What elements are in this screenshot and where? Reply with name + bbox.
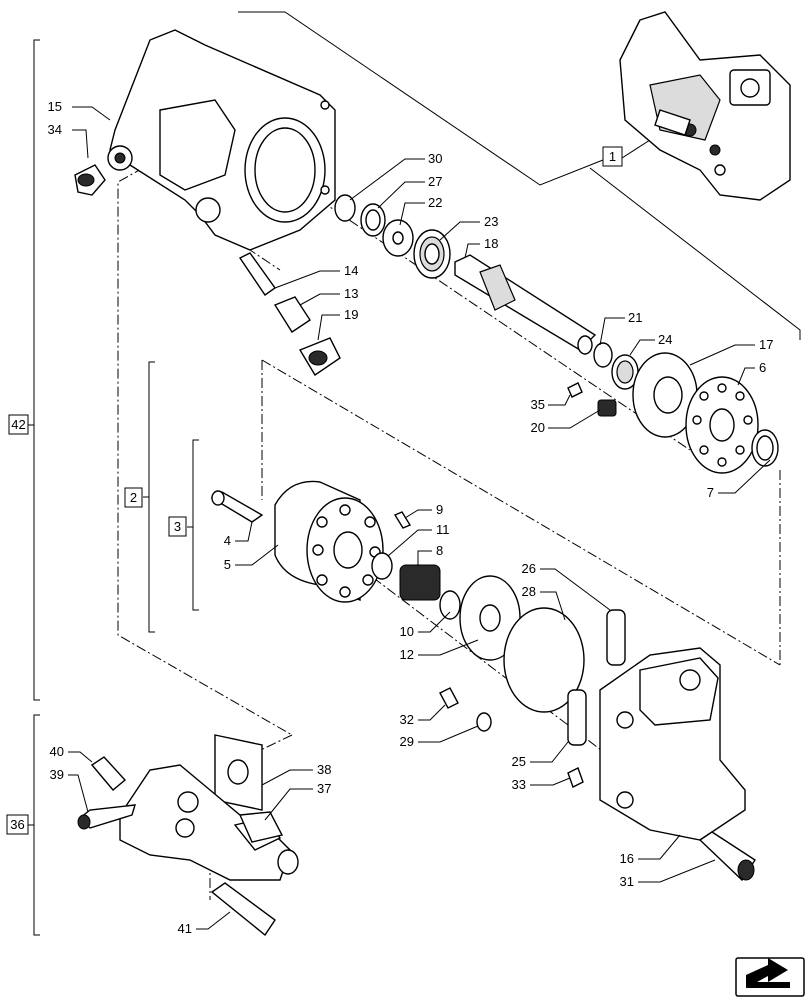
callout-6: 6 — [759, 360, 766, 375]
ring-7 — [751, 429, 779, 467]
gasket-38 — [214, 734, 263, 811]
bracket-2 — [143, 361, 155, 633]
callout-13: 13 — [344, 286, 358, 301]
ring-30 — [334, 194, 356, 222]
bracket-42 — [28, 39, 40, 701]
bearing-23 — [413, 229, 451, 279]
callout-23: 23 — [484, 214, 498, 229]
fitting-40 — [90, 756, 127, 791]
pin-9 — [393, 511, 412, 529]
callout-31: 31 — [620, 874, 634, 889]
screw-35 — [567, 382, 583, 398]
callout-28: 28 — [522, 584, 536, 599]
pin-4 — [210, 490, 264, 523]
callout-18: 18 — [484, 236, 498, 251]
svg-text:36: 36 — [10, 817, 24, 832]
callout-29: 29 — [400, 734, 414, 749]
callout-41: 41 — [178, 921, 192, 936]
solenoid-37 — [238, 811, 284, 843]
ring-11 — [371, 552, 393, 580]
callout-27: 27 — [428, 174, 442, 189]
plug-34 — [74, 164, 106, 196]
callout-25: 25 — [512, 754, 526, 769]
svg-text:1: 1 — [609, 149, 616, 164]
reference-lines — [238, 11, 801, 340]
callout-40: 40 — [50, 744, 64, 759]
bracket-36 — [28, 714, 40, 936]
group-label-1: 1 — [602, 146, 623, 167]
swash-plate-17 — [632, 352, 698, 438]
pin-32 — [439, 687, 459, 709]
piston-13 — [273, 296, 311, 333]
main-pump-housing — [107, 29, 336, 251]
callout-37: 37 — [317, 781, 331, 796]
callout-5: 5 — [224, 557, 231, 572]
end-cover-16 — [599, 647, 746, 841]
callout-26: 26 — [522, 561, 536, 576]
screw-31 — [698, 831, 756, 882]
valve-body — [119, 764, 299, 881]
bracket-3 — [187, 439, 199, 611]
ring-27 — [360, 203, 386, 237]
callout-19: 19 — [344, 307, 358, 322]
pump-reference-thumbnail — [619, 11, 791, 201]
pin-14 — [238, 252, 276, 296]
cylinder-block-5 — [274, 480, 384, 603]
callout-30: 30 — [428, 151, 442, 166]
callout-21: 21 — [628, 310, 642, 325]
callout-14: 14 — [344, 263, 358, 278]
pin-33 — [567, 767, 584, 788]
next-page-arrow-icon[interactable] — [735, 957, 805, 997]
washer-22 — [382, 219, 414, 257]
callout-32: 32 — [400, 712, 414, 727]
callout-16: 16 — [620, 851, 634, 866]
svg-text:3: 3 — [174, 519, 181, 534]
valve-plate-12 — [459, 575, 521, 661]
plug-19 — [298, 337, 341, 376]
ring-21 — [593, 342, 613, 368]
spring-8 — [399, 564, 441, 601]
ring-10 — [439, 590, 461, 620]
group-label-3: 3 — [168, 516, 187, 537]
callout-11: 11 — [436, 522, 450, 537]
callout-12: 12 — [400, 647, 414, 662]
callout-4: 4 — [224, 533, 231, 548]
callout-10: 10 — [400, 624, 414, 639]
callout-20: 20 — [531, 420, 545, 435]
pin-26 — [606, 609, 626, 666]
callout-9: 9 — [436, 502, 443, 517]
pin-25 — [567, 689, 587, 746]
callout-34: 34 — [48, 122, 62, 137]
oring-28 — [503, 607, 585, 713]
retainer-plate-6 — [685, 376, 759, 474]
callout-7: 7 — [707, 485, 714, 500]
callout-38: 38 — [317, 762, 331, 777]
oring-29 — [476, 712, 492, 732]
callout-numbers: 15 34 30 27 22 23 18 14 13 19 21 24 17 6… — [48, 99, 774, 936]
spring-20 — [597, 399, 617, 417]
callout-22: 22 — [428, 195, 442, 210]
callout-33: 33 — [512, 777, 526, 792]
group-label-2: 2 — [124, 487, 143, 508]
callout-8: 8 — [436, 543, 443, 558]
group-label-42: 42 — [8, 414, 29, 435]
fitting-41 — [210, 882, 276, 937]
callout-39: 39 — [50, 767, 64, 782]
callout-24: 24 — [658, 332, 672, 347]
svg-text:2: 2 — [130, 490, 137, 505]
bearing-24 — [611, 354, 639, 390]
callout-35: 35 — [531, 397, 545, 412]
leader-lines — [68, 106, 771, 930]
group-label-36: 36 — [6, 814, 29, 835]
callout-17: 17 — [759, 337, 773, 352]
callout-15: 15 — [48, 99, 62, 114]
shaft-18 — [454, 254, 597, 355]
svg-text:42: 42 — [11, 417, 25, 432]
